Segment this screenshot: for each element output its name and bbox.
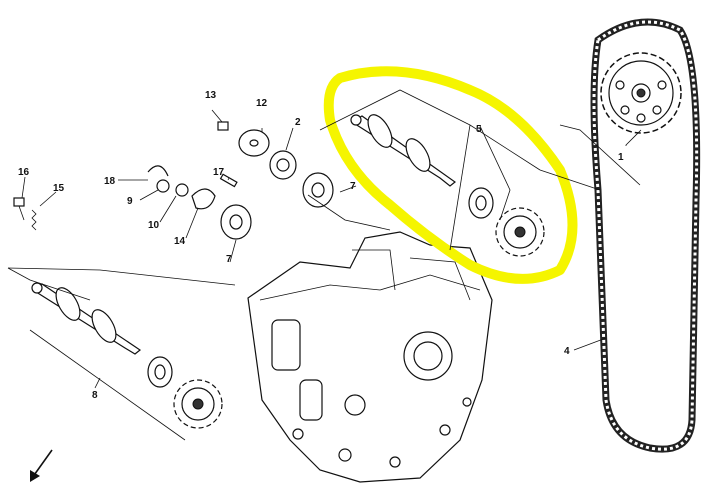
callout-4: 4 bbox=[564, 346, 570, 357]
callout-16: 16 bbox=[18, 167, 30, 178]
callout-2: 2 bbox=[295, 117, 301, 128]
timing-chain bbox=[590, 18, 701, 453]
lower-camshaft bbox=[31, 282, 223, 429]
highlight-outline bbox=[323, 66, 578, 284]
direction-arrow bbox=[30, 449, 53, 482]
upper-camshaft bbox=[350, 114, 545, 257]
callout-14: 14 bbox=[174, 236, 186, 247]
callout-7-upper: 7 bbox=[350, 181, 356, 192]
leader-lines bbox=[7, 89, 642, 441]
upper-sprocket bbox=[600, 52, 682, 134]
callout-10: 10 bbox=[148, 220, 160, 231]
small-parts bbox=[13, 121, 334, 240]
callout-18: 18 bbox=[104, 176, 116, 187]
callout-5: 5 bbox=[476, 124, 482, 135]
callout-9: 9 bbox=[127, 196, 133, 207]
callout-7-lower: 7 bbox=[226, 254, 232, 265]
callout-13: 13 bbox=[205, 90, 217, 101]
callout-15: 15 bbox=[53, 183, 65, 194]
callout-8: 8 bbox=[92, 390, 98, 401]
cylinder-head bbox=[247, 231, 493, 483]
callout-1: 1 bbox=[618, 152, 624, 163]
callout-17: 17 bbox=[213, 167, 225, 178]
callout-12: 12 bbox=[256, 98, 268, 109]
